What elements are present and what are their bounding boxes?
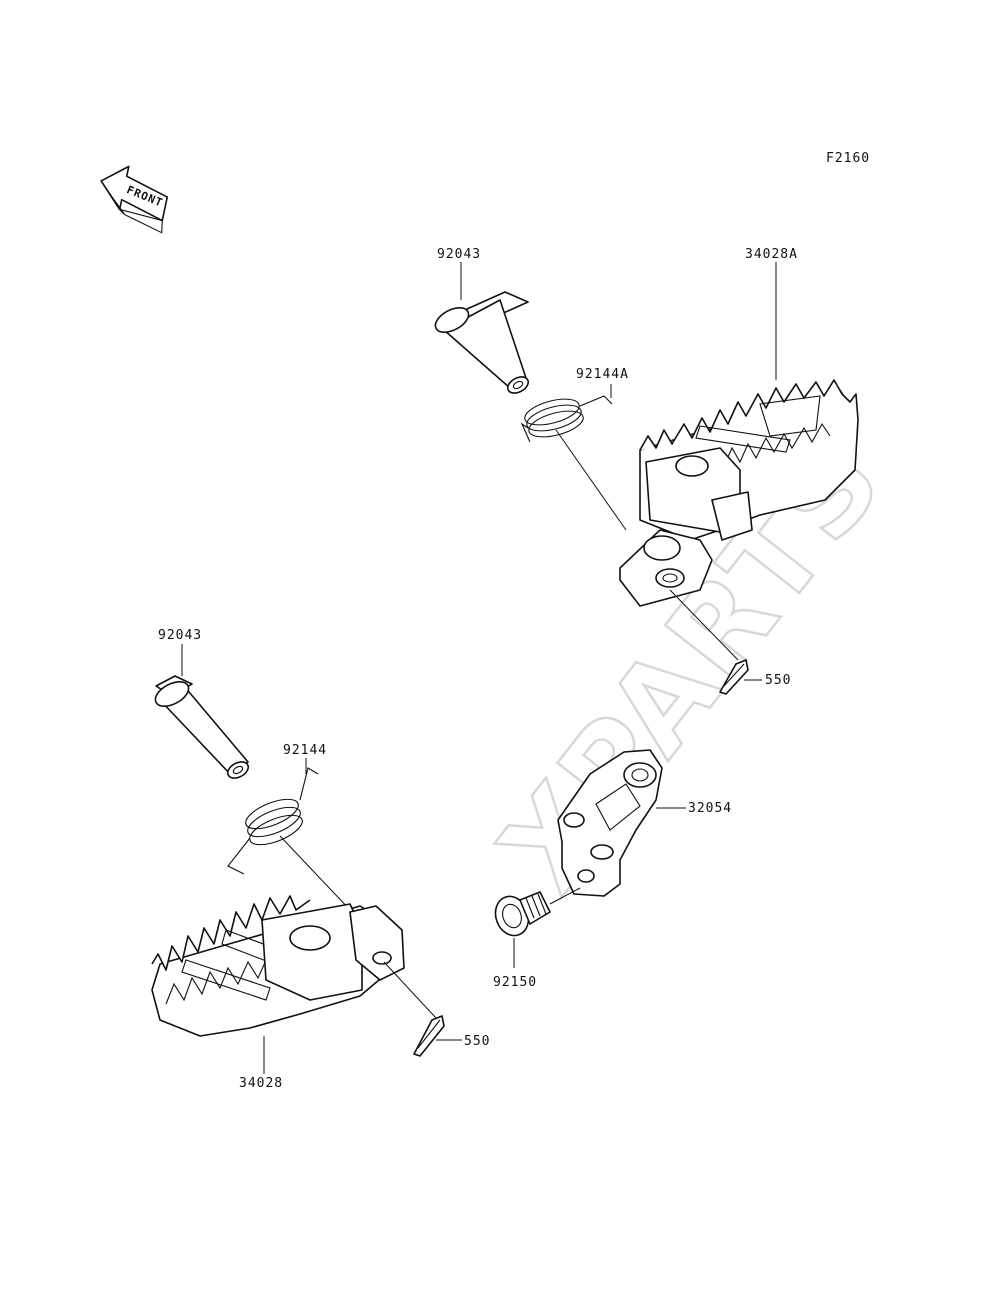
cotter-pin-lower	[413, 1015, 445, 1057]
label-92043-upper: 92043	[437, 247, 481, 262]
label-92150: 92150	[493, 975, 537, 990]
figure-code: F2160	[826, 151, 870, 166]
bracket	[557, 749, 663, 897]
label-32054: 32054	[688, 801, 732, 816]
front-arrow-icon: FRONT	[100, 165, 169, 234]
label-92043-lower: 92043	[158, 628, 202, 643]
label-34028a: 34028A	[745, 247, 798, 262]
spring-lower	[227, 767, 319, 875]
pivot-pin-upper	[434, 291, 530, 394]
pivot-pin-lower	[154, 675, 250, 779]
cotter-pin-upper	[719, 659, 749, 695]
label-92144: 92144	[283, 743, 327, 758]
label-34028: 34028	[239, 1076, 283, 1091]
spring-upper	[520, 395, 613, 443]
label-550-upper: 550	[765, 673, 791, 688]
footpeg-left	[151, 895, 405, 1037]
footpeg-right	[619, 379, 859, 607]
label-92144a: 92144A	[576, 367, 629, 382]
bolt	[494, 891, 551, 937]
label-550-lower: 550	[464, 1034, 490, 1049]
